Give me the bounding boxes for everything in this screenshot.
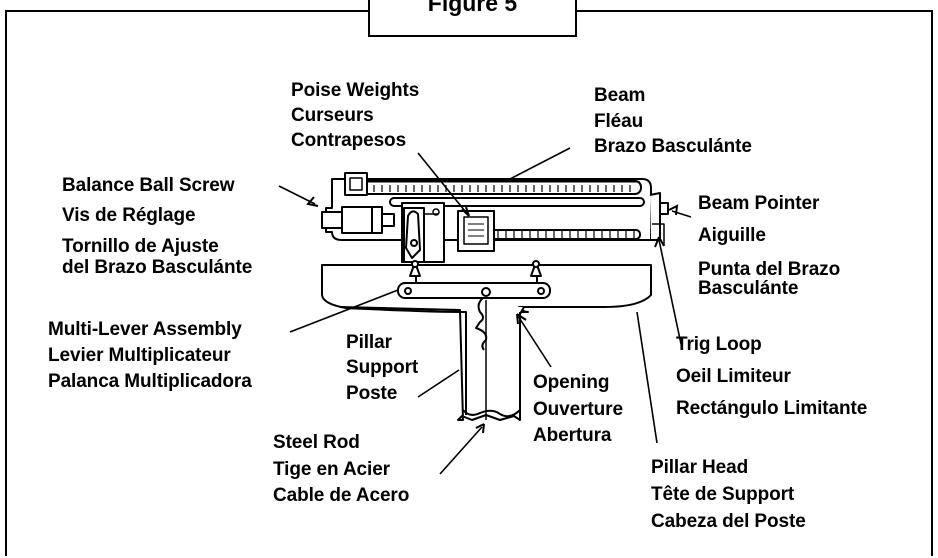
label-beam-pointer-fr: Aiguille xyxy=(698,225,766,246)
label-beam-pointer-es2: Basculánte xyxy=(698,278,799,299)
label-opening-es: Abertura xyxy=(533,425,612,446)
label-trig-loop-en: Trig Loop xyxy=(676,334,762,355)
label-opening-en: Opening xyxy=(533,372,610,393)
label-steel-rod-es: Cable de Acero xyxy=(273,485,410,506)
label-pillar-support-fr: Poste xyxy=(346,383,398,404)
label-beam-fr: Fléau xyxy=(594,111,644,132)
label-opening-fr: Ouverture xyxy=(533,399,623,420)
label-steel-rod-en: Steel Rod xyxy=(273,432,360,453)
label-pillar-support-en2: Support xyxy=(346,357,419,378)
label-beam-pointer-en: Beam Pointer xyxy=(698,193,820,214)
label-pillar-head-fr: Tête de Support xyxy=(651,484,795,505)
balance-ball xyxy=(341,206,383,234)
border xyxy=(5,0,933,556)
scale-drawing xyxy=(321,172,669,421)
label-trig-loop-fr: Oeil Limiteur xyxy=(676,366,791,387)
label-poise-weights-en: Poise Weights xyxy=(291,80,420,101)
label-multi-lever-fr: Levier Multiplicateur xyxy=(48,345,231,366)
label-beam-en: Beam xyxy=(594,85,646,106)
label-pillar-head-es: Cabeza del Poste xyxy=(651,511,806,532)
label-balance-ball-es1: Tornillo de Ajuste xyxy=(62,236,219,257)
label-poise-weights-es: Contrapesos xyxy=(291,130,407,151)
label-pillar-head-en: Pillar Head xyxy=(651,457,749,478)
leader-lines xyxy=(278,147,692,475)
label-poise-weights-fr: Curseurs xyxy=(291,105,374,126)
label-balance-ball-es2: del Brazo Basculánte xyxy=(62,257,253,278)
label-multi-lever-en: Multi-Lever Assembly xyxy=(48,319,242,340)
label-balance-ball-fr: Vis de Réglage xyxy=(62,205,196,226)
label-balance-ball-en: Balance Ball Screw xyxy=(62,175,235,196)
figure-title: Figure 5 xyxy=(427,0,518,16)
label-beam-pointer-es1: Punta del Brazo xyxy=(698,259,841,280)
label-multi-lever-es: Palanca Multiplicadora xyxy=(48,371,252,392)
label-pillar-support-en1: Pillar xyxy=(346,332,392,353)
multi-lever xyxy=(397,282,551,299)
label-trig-loop-es: Rectángulo Limitante xyxy=(676,398,868,419)
label-steel-rod-fr: Tige en Acier xyxy=(273,459,390,480)
label-beam-es: Brazo Basculánte xyxy=(594,136,752,157)
